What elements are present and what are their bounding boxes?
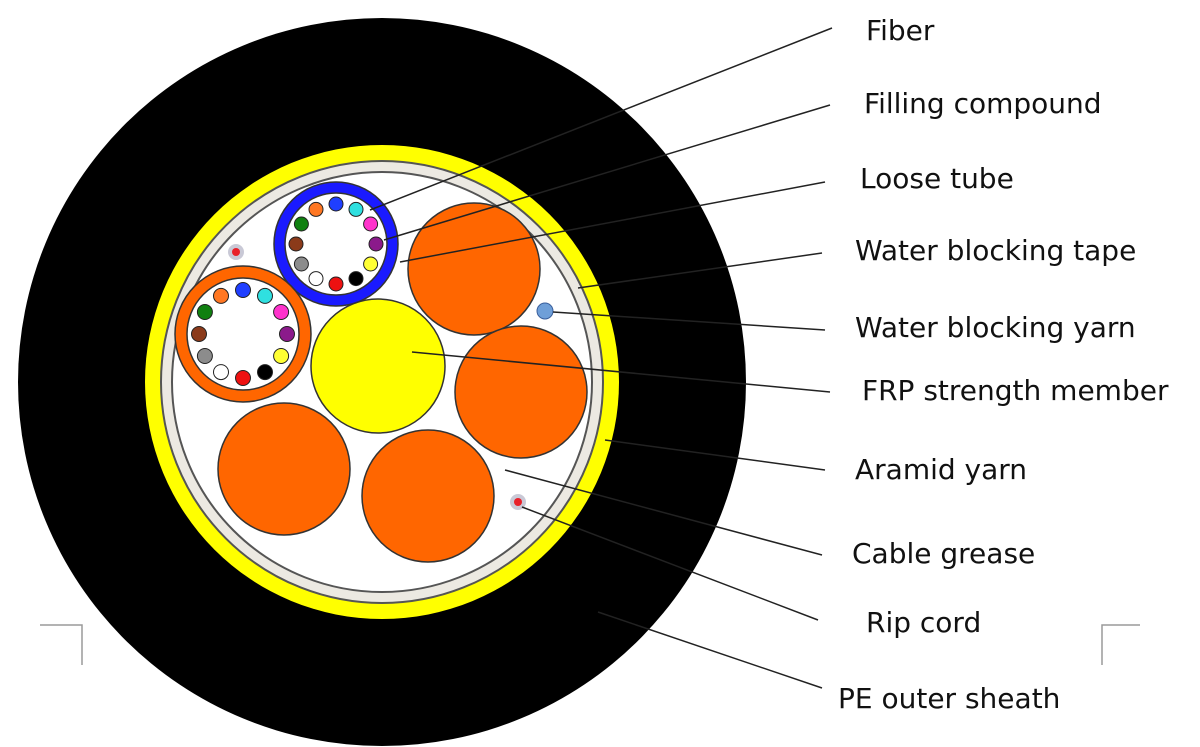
filling-compound: [284, 192, 388, 296]
fiber: [235, 370, 251, 386]
fiber: [363, 256, 379, 272]
fiber: [213, 287, 229, 304]
callout-labels: Fiber Filling compound Loose tube Water …: [838, 14, 1169, 715]
crop-mark-right: [1101, 624, 1140, 665]
label-water-blocking-yarn: Water blocking yarn: [855, 311, 1136, 344]
leader-line-fiber: [369, 27, 833, 211]
leader-line-pe-outer-sheath: [597, 611, 823, 689]
fiber: [363, 216, 379, 232]
label-rip-cord: Rip cord: [866, 606, 981, 639]
fiber: [279, 326, 295, 342]
label-frp-strength-member: FRP strength member: [862, 374, 1169, 407]
fiber: [293, 216, 309, 232]
leader-lines: [369, 27, 833, 689]
fiber: [235, 282, 251, 298]
label-filling-compound: Filling compound: [864, 87, 1102, 120]
fiber: [257, 364, 273, 381]
fiber: [213, 364, 229, 381]
leader-line-water-blocking-tape: [577, 252, 823, 289]
fiber: [328, 276, 344, 292]
rip-cord: [510, 494, 526, 510]
rip-cord: [228, 244, 244, 260]
label-aramid-yarn: Aramid yarn: [855, 453, 1027, 486]
fiber: [273, 348, 290, 364]
fiber: [308, 201, 324, 217]
label-loose-tube: Loose tube: [860, 162, 1014, 195]
leader-line-aramid-yarn: [604, 439, 826, 471]
label-cable-grease: Cable grease: [852, 537, 1035, 570]
frp-strength-member: [310, 298, 446, 434]
label-fiber: Fiber: [866, 14, 935, 47]
fiber: [368, 236, 384, 252]
leader-line-loose-tube: [399, 181, 826, 263]
filler-rod: [217, 402, 351, 536]
leader-line-rip-cord: [521, 506, 819, 621]
label-water-blocking-tape: Water blocking tape: [855, 234, 1136, 267]
loose-tube-blue: [273, 181, 399, 307]
crop-marks: [40, 624, 1140, 665]
leader-line-filling-compound: [383, 104, 831, 241]
fiber: [308, 271, 324, 287]
loose-tube-orange: [174, 265, 312, 403]
filler-rod: [361, 429, 495, 563]
fiber-bundle: [288, 196, 384, 292]
fiber: [348, 201, 364, 217]
filling-compound: [186, 277, 300, 391]
fiber: [293, 256, 309, 272]
fiber: [288, 236, 304, 252]
fiber: [348, 271, 364, 287]
fiber: [196, 304, 213, 320]
water-blocking-yarn: [536, 302, 554, 320]
leader-line-cable-grease: [504, 469, 823, 556]
fiber: [257, 287, 273, 304]
leader-line-water-blocking-yarn: [552, 311, 826, 331]
fiber: [328, 196, 344, 212]
fiber-bundle: [191, 282, 295, 386]
fiber: [273, 304, 290, 320]
filler-rod: [454, 325, 588, 459]
fiber: [196, 348, 213, 364]
fiber: [191, 326, 207, 342]
filler-rod: [407, 202, 541, 336]
label-pe-outer-sheath: PE outer sheath: [838, 682, 1060, 715]
crop-mark-left: [40, 624, 83, 665]
leader-line-frp-strength-member: [411, 351, 831, 393]
